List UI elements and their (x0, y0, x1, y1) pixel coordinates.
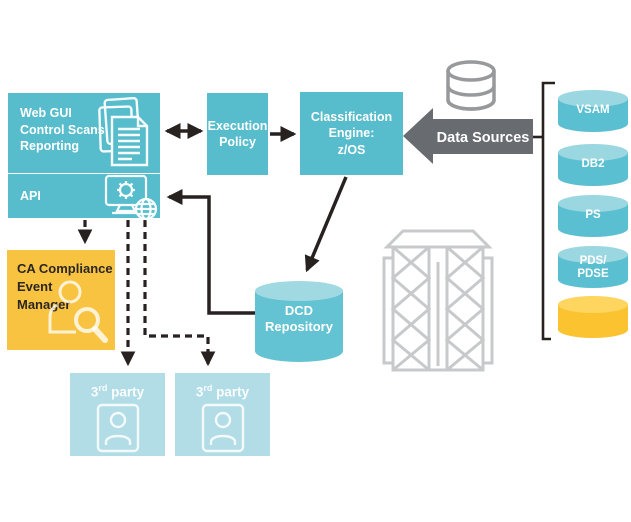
third-party-suffix: party (107, 384, 145, 400)
web-gui-box: Web GUI Control Scans Reporting (8, 93, 160, 173)
datasource-cylinder-other (558, 296, 628, 338)
classification-engine-label: Classification Engine: z/OS (310, 109, 393, 157)
id-card-person-icon (201, 403, 245, 453)
arrow-dcd-api-feedback (166, 188, 256, 315)
arrow-classification-dcd (304, 176, 348, 273)
third-party-suffix: party (212, 384, 250, 400)
cylinder-label-vsam: VSAM (576, 104, 610, 116)
execution-policy-label: Execution Policy (207, 118, 268, 150)
datasources-bracket (532, 81, 555, 341)
third-party-box-2: 3rd party (175, 373, 270, 456)
ca-compliance-event-manager-box: CA Compliance Event Manager (7, 250, 115, 350)
cylinder-label-pds-pdse: PDS/ PDSE (577, 255, 609, 281)
third-party-box-1: 3rd party (70, 373, 165, 456)
cylinder-label-ps: PS (585, 209, 601, 221)
web-gui-label: Web GUI Control Scans Reporting (20, 106, 105, 153)
third-party-num: 3 (195, 384, 204, 400)
third-party-label: 3rd party (70, 383, 165, 400)
api-label: API (20, 189, 41, 203)
cylinder-label-db2: DB2 (581, 158, 605, 170)
third-party-ordinal: rd (98, 383, 108, 393)
classification-engine-box: Classification Engine: z/OS (300, 92, 403, 175)
third-party-label: 3rd party (175, 383, 270, 400)
dashed-arrow-api-thirdparty-2 (143, 220, 216, 367)
third-party-ordinal: rd (203, 383, 213, 393)
third-party-num: 3 (90, 384, 99, 400)
api-box: API (8, 174, 160, 221)
execution-policy-box: Execution Policy (207, 93, 268, 175)
ca-compliance-event-manager-label: CA Compliance Event Manager (17, 261, 113, 313)
documents-stack-icon (98, 97, 149, 167)
person-search-icon (48, 280, 108, 343)
database-stack-icon (446, 60, 496, 111)
dcd-repository-label: DCD Repository (265, 303, 333, 335)
data-sources-label: Data Sources (436, 129, 530, 146)
id-card-person-icon (96, 403, 140, 453)
api-monitor-globe-icon (104, 174, 158, 221)
mainframe-icon (382, 229, 494, 372)
